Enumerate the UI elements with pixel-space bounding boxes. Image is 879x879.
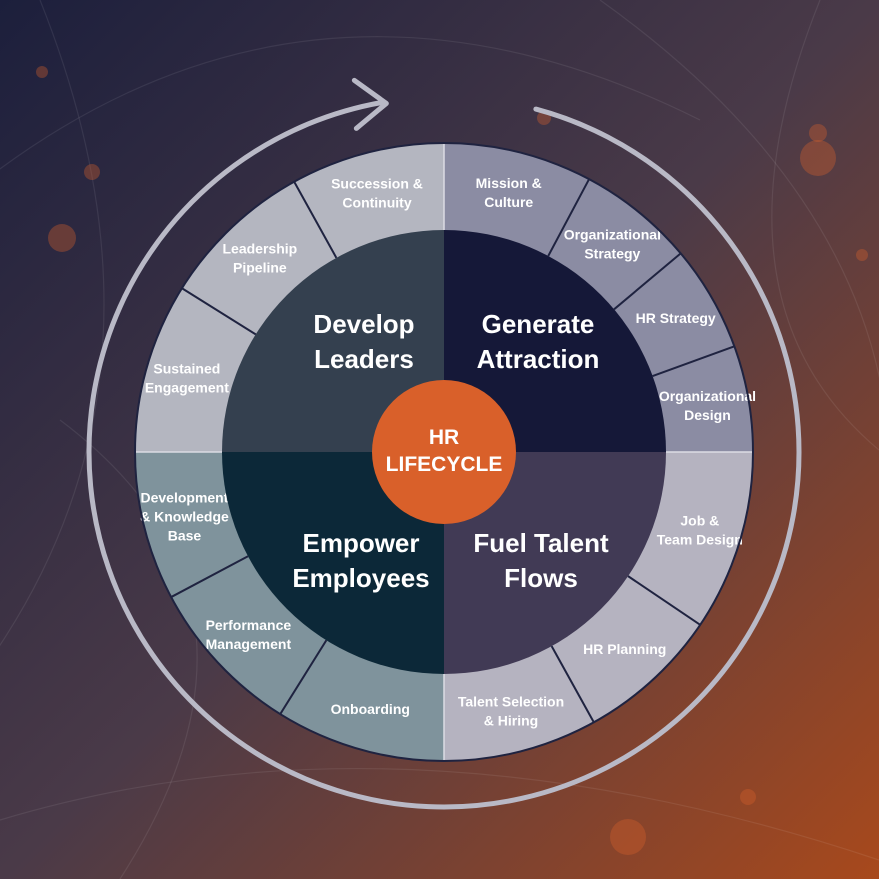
segment-label-empower-3-line3: Base bbox=[168, 528, 202, 544]
center-title-line1: HR bbox=[429, 426, 459, 449]
segment-label-develop-1-line1: Sustained bbox=[153, 361, 220, 377]
outer-segment-generate-3: HR Strategy bbox=[636, 310, 716, 326]
quadrant-title-empower-line1: Empower bbox=[302, 528, 419, 558]
segment-label-fuel-3-line2: & Hiring bbox=[484, 712, 538, 728]
segment-label-generate-2-line2: Strategy bbox=[584, 246, 640, 262]
segment-label-fuel-1-line2: Team Design bbox=[657, 532, 743, 548]
quadrant-title-develop-line1: Develop bbox=[313, 309, 414, 339]
quadrant-title-fuel-line1: Fuel Talent bbox=[473, 528, 609, 558]
segment-label-empower-1-line1: Onboarding bbox=[331, 701, 410, 717]
quadrant-title-develop-line2: Leaders bbox=[314, 344, 414, 374]
quadrant-title-generate-line1: Generate bbox=[482, 309, 595, 339]
segment-label-fuel-1-line1: Job & bbox=[680, 513, 719, 529]
segment-label-generate-1-line1: Mission & bbox=[476, 175, 542, 191]
center-title-line2: LIFECYCLE bbox=[386, 453, 503, 476]
segment-label-generate-3-line1: HR Strategy bbox=[636, 310, 716, 326]
outer-segment-fuel-2: HR Planning bbox=[583, 641, 666, 657]
center-hub: HR LIFECYCLE bbox=[372, 380, 516, 524]
segment-label-fuel-2-line1: HR Planning bbox=[583, 641, 666, 657]
segment-label-develop-2-line1: Leadership bbox=[223, 240, 298, 256]
segment-label-empower-3-line2: & Knowledge bbox=[140, 509, 229, 525]
quadrant-title-fuel-line2: Flows bbox=[504, 563, 578, 593]
segment-label-empower-2-line2: Management bbox=[206, 636, 292, 652]
quadrant-title-generate-line2: Attraction bbox=[477, 344, 600, 374]
segment-label-fuel-3-line1: Talent Selection bbox=[458, 693, 564, 709]
segment-label-generate-4-line1: Organizational bbox=[659, 388, 756, 404]
segment-label-develop-1-line2: Engagement bbox=[145, 380, 229, 396]
segment-label-empower-3-line1: Development bbox=[140, 490, 228, 506]
segment-label-generate-4-line2: Design bbox=[684, 407, 731, 423]
center-circle bbox=[372, 380, 516, 524]
segment-label-develop-3-line1: Succession & bbox=[331, 175, 423, 191]
segment-label-generate-2-line1: Organizational bbox=[564, 227, 661, 243]
quadrant-title-empower-line2: Employees bbox=[292, 563, 429, 593]
segment-label-develop-3-line2: Continuity bbox=[342, 194, 411, 210]
outer-segment-empower-1: Onboarding bbox=[331, 701, 410, 717]
segment-label-empower-2-line1: Performance bbox=[206, 617, 292, 633]
segment-label-generate-1-line2: Culture bbox=[484, 194, 533, 210]
segment-label-develop-2-line2: Pipeline bbox=[233, 259, 287, 275]
